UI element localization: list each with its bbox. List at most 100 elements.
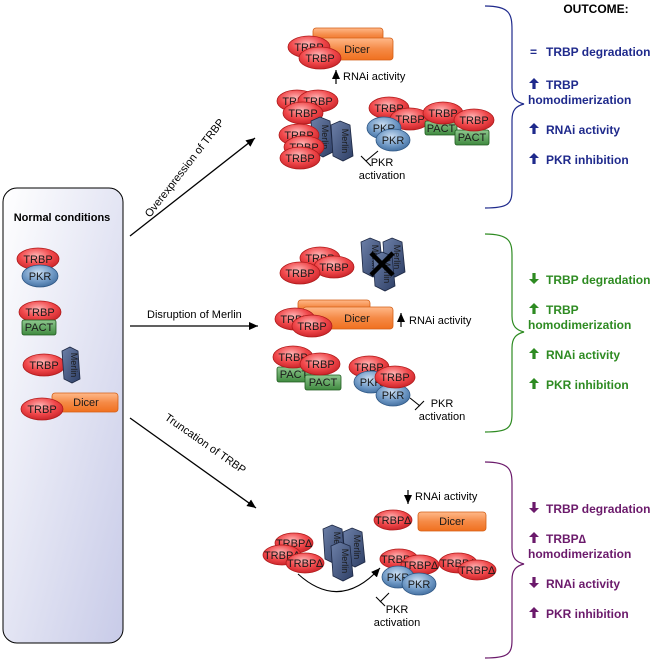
up-arrow-icon bbox=[529, 78, 539, 89]
trbp-label: TRBP bbox=[380, 372, 409, 384]
normal-trbp-dicer-complex: Dicer TRBP bbox=[20, 392, 119, 421]
dicer-molecule bbox=[417, 511, 487, 532]
outcome-text: TRBP∆ bbox=[546, 532, 587, 546]
outcome-text: PKR inhibition bbox=[546, 153, 629, 167]
trbp-label: TRBP bbox=[428, 108, 457, 120]
outcome-text-line2: homodimerization bbox=[528, 93, 631, 107]
outcome-text: TRBP degradation bbox=[546, 45, 650, 59]
trbp-label: TRBP bbox=[285, 268, 314, 280]
inhibition-bar bbox=[375, 596, 386, 607]
merlin-molecule bbox=[330, 120, 354, 162]
dicer-label: Dicer bbox=[344, 44, 370, 56]
merlin-label: Merlin bbox=[340, 549, 350, 574]
outcome-item-disruption: RNAi activity bbox=[529, 348, 620, 362]
inhibition-bar bbox=[360, 155, 372, 167]
normal-trbp-pkr-complex: TRBP PKR bbox=[16, 247, 60, 288]
disruption-section: TRBP TRBP TRBP Merlin Merlin Merlin Dice… bbox=[272, 237, 472, 423]
truncation-section: RNAi activity TRBP∆ Dicer Merlin Merlin … bbox=[262, 490, 497, 629]
trbp-label: TRBP bbox=[27, 404, 56, 416]
up-arrow-icon bbox=[529, 153, 539, 164]
trbp-delta-label: TRBP∆ bbox=[459, 565, 495, 577]
up-arrow-icon bbox=[529, 532, 539, 543]
outcome-text-line2: homodimerization bbox=[528, 547, 631, 561]
pathway-arrows: Overexpression of TRBP Disruption of Mer… bbox=[129, 117, 258, 509]
dicer-label: Dicer bbox=[73, 397, 99, 409]
pkr-molecule bbox=[401, 572, 437, 596]
trbp-molecule bbox=[20, 397, 64, 421]
normal-trbp-merlin-complex: TRBP Merlin bbox=[22, 346, 81, 384]
inhibition-line bbox=[365, 150, 379, 162]
merlin-molecule bbox=[330, 541, 354, 582]
rnai-activity-label: RNAi activity bbox=[415, 491, 478, 503]
trbp-delta-molecule bbox=[285, 552, 325, 574]
trbp-molecule bbox=[279, 146, 321, 170]
pact-molecule bbox=[21, 319, 57, 336]
truncation-bracket bbox=[484, 461, 525, 659]
up-arrow-icon bbox=[529, 303, 539, 314]
merlin-label: Merlin bbox=[392, 245, 402, 270]
trbp-molecule bbox=[279, 261, 321, 285]
overexpression-bracket bbox=[484, 5, 525, 209]
outcome-item-overexpression: RNAi activity bbox=[529, 123, 620, 137]
disruption-bracket bbox=[484, 233, 525, 433]
trbp-label: TRBP bbox=[305, 53, 334, 65]
inhibition-line bbox=[409, 397, 421, 407]
trbp-molecule bbox=[298, 46, 342, 70]
up-arrow-icon bbox=[529, 348, 539, 359]
normal-trbp-pact-complex: TRBP PACT bbox=[18, 300, 62, 336]
rnai-activity-label: RNAi activity bbox=[343, 71, 406, 83]
outcome-text: PKR inhibition bbox=[546, 607, 629, 621]
trbp-label: TRBP bbox=[25, 307, 54, 319]
down-arrow-icon bbox=[529, 502, 539, 513]
pact-label: PACT bbox=[309, 377, 338, 389]
up-arrow-icon bbox=[529, 123, 539, 134]
merlin-label: Merlin bbox=[69, 353, 79, 378]
pkr-label: PKR bbox=[382, 135, 405, 147]
trbp-molecule bbox=[453, 108, 495, 132]
merlin-label: Merlin bbox=[320, 125, 330, 150]
trbp-label: TRBP bbox=[285, 153, 314, 165]
trbp-delta-label: TRBP∆ bbox=[287, 558, 323, 570]
pkr-molecule bbox=[21, 264, 59, 288]
outcome-item-overexpression: PKR inhibition bbox=[529, 153, 629, 167]
outcome-text: TRBP degradation bbox=[546, 273, 650, 287]
outcome-item-truncation: RNAi activity bbox=[529, 577, 620, 591]
trbp-label: TRBP bbox=[23, 254, 52, 266]
overexpression-section: Dicer TRBP TRBP RNAi activity TRBP TRBP … bbox=[276, 27, 495, 182]
trbp-molecule bbox=[291, 314, 333, 338]
down-arrow-icon bbox=[529, 273, 539, 284]
pkr-activation-label-1: PKR bbox=[371, 157, 394, 169]
pkr-label: PKR bbox=[29, 271, 52, 283]
inhibition-bar bbox=[414, 400, 425, 411]
trbp-label: TRBP bbox=[319, 262, 348, 274]
pact-label: PACT bbox=[25, 322, 54, 334]
trbp-delta-label: TRBP∆ bbox=[402, 560, 438, 572]
merlin-label: Merlin bbox=[340, 129, 350, 154]
trbp-label: TRBP bbox=[288, 108, 317, 120]
trbp-delta-molecule bbox=[457, 559, 497, 581]
outcome-lists: =TRBP degradationTRBPhomodimerizationRNA… bbox=[528, 45, 650, 621]
disruption-arrow-label: Disruption of Merlin bbox=[147, 309, 242, 321]
outcome-text: RNAi activity bbox=[546, 577, 620, 591]
dicer-label: Dicer bbox=[439, 516, 465, 528]
inhibition-line bbox=[379, 592, 390, 603]
outcome-item-disruption: TRBP degradation bbox=[529, 273, 650, 287]
outcome-text: RNAi activity bbox=[546, 123, 620, 137]
pact-label: PACT bbox=[427, 123, 456, 135]
pkr-activation-label-2: activation bbox=[419, 411, 465, 423]
trbp-molecule bbox=[374, 365, 416, 389]
trbp-label: TRBP bbox=[395, 114, 424, 126]
outcome-item-overexpression: =TRBP degradation bbox=[530, 45, 650, 59]
pkr-activation-label-1: PKR bbox=[386, 604, 409, 616]
trbp-label: TRBP bbox=[29, 360, 58, 372]
outcome-item-truncation: TRBP∆homodimerization bbox=[528, 532, 631, 561]
pkr-activation-label-1: PKR bbox=[431, 398, 454, 410]
pact-label: PACT bbox=[280, 369, 309, 381]
outcome-header: OUTCOME: bbox=[563, 2, 628, 16]
pkr-label: PKR bbox=[382, 390, 405, 402]
outcome-text: TRBP bbox=[546, 78, 579, 92]
